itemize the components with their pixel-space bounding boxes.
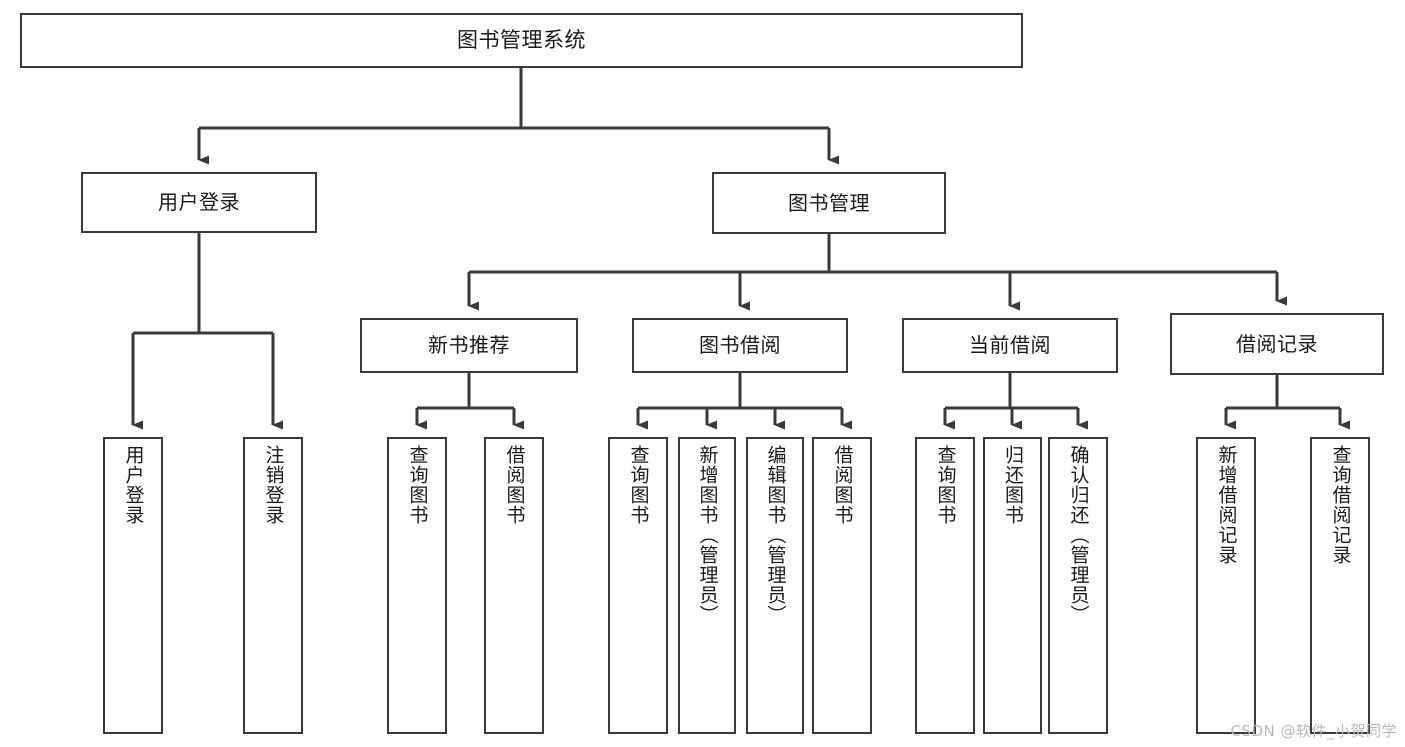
node-label: 当前借阅 [969, 333, 1051, 357]
node-label: 确认归还（管理员） [1067, 445, 1090, 625]
node-label: 用户登录 [122, 445, 145, 525]
node-label: 图书借阅 [699, 333, 781, 357]
node-label: 查询借阅记录 [1329, 445, 1352, 565]
leaf-add-book-admin[interactable]: 新增图书（管理员） [678, 437, 736, 734]
node-label: 图书管理 [788, 190, 870, 215]
node-label: 新增图书（管理员） [696, 445, 719, 625]
node-label: 新书推荐 [428, 333, 510, 357]
node-label: 图书管理系统 [457, 28, 586, 53]
node-label: 查询图书 [627, 445, 650, 525]
leaf-borrow-book-recommend[interactable]: 借阅图书 [484, 437, 544, 734]
node-book-management[interactable]: 图书管理 [712, 172, 946, 234]
leaf-borrow-book[interactable]: 借阅图书 [812, 437, 872, 734]
node-label: 注销登录 [262, 445, 285, 525]
node-book-borrow[interactable]: 图书借阅 [632, 318, 848, 373]
node-label: 查询图书 [406, 445, 429, 525]
node-label: 借阅图书 [831, 445, 854, 525]
node-label: 用户登录 [158, 190, 240, 214]
leaf-user-login[interactable]: 用户登录 [103, 437, 163, 734]
leaf-edit-book-admin[interactable]: 编辑图书（管理员） [746, 437, 804, 734]
node-label: 归还图书 [1002, 445, 1024, 525]
leaf-query-book-recommend[interactable]: 查询图书 [387, 437, 447, 734]
leaf-add-borrow-record[interactable]: 新增借阅记录 [1196, 437, 1256, 734]
leaf-query-book-borrow[interactable]: 查询图书 [608, 437, 668, 734]
node-user-login[interactable]: 用户登录 [81, 172, 317, 233]
leaf-query-borrow-record[interactable]: 查询借阅记录 [1310, 437, 1370, 734]
node-label: 借阅图书 [503, 445, 526, 525]
node-label: 查询图书 [934, 445, 957, 525]
leaf-query-book-current[interactable]: 查询图书 [915, 437, 975, 734]
csdn-watermark: CSDN @软件_小贺同学 [1230, 722, 1397, 740]
leaf-logout[interactable]: 注销登录 [243, 437, 303, 734]
node-borrow-record[interactable]: 借阅记录 [1170, 313, 1384, 375]
node-label: 新增借阅记录 [1215, 445, 1238, 565]
node-new-book-recommend[interactable]: 新书推荐 [360, 318, 578, 373]
leaf-return-book[interactable]: 归还图书 [983, 437, 1042, 734]
node-current-borrow[interactable]: 当前借阅 [902, 318, 1118, 373]
node-root-system[interactable]: 图书管理系统 [20, 13, 1023, 68]
node-label: 编辑图书（管理员） [764, 445, 787, 625]
node-label: 借阅记录 [1236, 331, 1318, 356]
leaf-confirm-return-admin[interactable]: 确认归还（管理员） [1048, 437, 1108, 734]
